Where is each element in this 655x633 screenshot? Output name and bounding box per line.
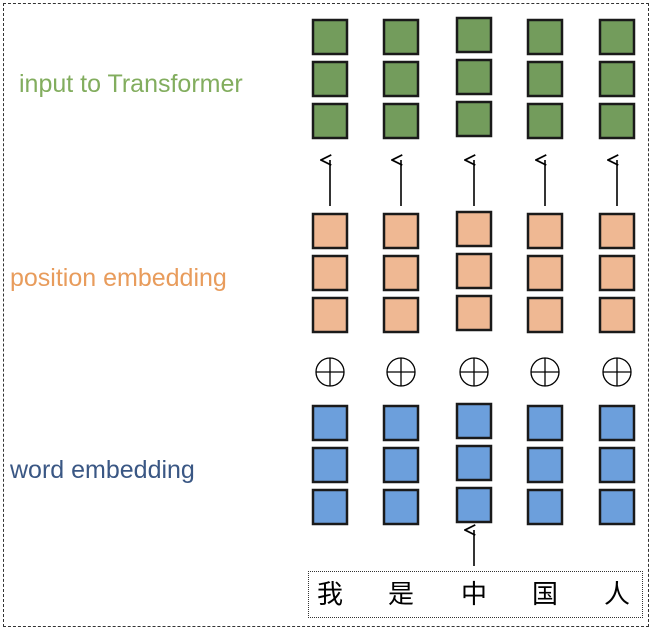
word-cell [311, 446, 349, 484]
word-cell [526, 404, 564, 442]
position-cell [526, 212, 564, 250]
position-cell [382, 296, 420, 334]
word-cell [311, 404, 349, 442]
position-cell [311, 212, 349, 250]
arrows [330, 160, 617, 566]
position-cell [455, 210, 493, 248]
position-cell [382, 254, 420, 292]
input-cell [311, 18, 349, 56]
input-cell [598, 60, 636, 98]
position-cell [598, 296, 636, 334]
input-cell [455, 58, 493, 96]
token-1: 是 [387, 580, 414, 610]
token-box [308, 571, 643, 618]
word-cell [455, 486, 493, 524]
circled-plus-icon [315, 357, 345, 387]
circled-plus-icon [530, 357, 560, 387]
input-cell [382, 60, 420, 98]
position-cell [598, 254, 636, 292]
position-cell [598, 212, 636, 250]
word-cell [382, 446, 420, 484]
position-cell [526, 296, 564, 334]
word-cell [598, 488, 636, 526]
circled-plus-icon [459, 357, 489, 387]
word-cell [526, 446, 564, 484]
input-cell [598, 18, 636, 56]
word-cell [382, 404, 420, 442]
word-cell [455, 444, 493, 482]
word-cell [382, 488, 420, 526]
token-0: 我 [316, 580, 343, 610]
position-cell [382, 212, 420, 250]
label-position-embedding: position embedding [10, 264, 227, 292]
word-cell [526, 488, 564, 526]
position-cell [311, 254, 349, 292]
plus-signs [315, 357, 632, 387]
input-cell [311, 102, 349, 140]
label-word-embedding: word embedding [10, 456, 195, 484]
position-cell [311, 296, 349, 334]
token-4: 人 [603, 580, 630, 610]
position-cell [526, 254, 564, 292]
word-cell [311, 488, 349, 526]
input-cell [455, 16, 493, 54]
circled-plus-icon [602, 357, 632, 387]
figure-frame [3, 3, 649, 627]
input-cell [526, 60, 564, 98]
input-cell [526, 18, 564, 56]
position-cell [455, 294, 493, 332]
circled-plus-icon [386, 357, 416, 387]
input-cell [382, 102, 420, 140]
label-input-to-transformer: input to Transformer [19, 70, 243, 98]
input-cell [455, 100, 493, 138]
input-cell [311, 60, 349, 98]
embedding-cells [311, 16, 636, 526]
input-cell [526, 102, 564, 140]
word-cell [598, 404, 636, 442]
input-cell [598, 102, 636, 140]
token-3: 国 [531, 580, 558, 610]
word-cell [598, 446, 636, 484]
token-2: 中 [460, 580, 487, 610]
input-cell [382, 18, 420, 56]
position-cell [455, 252, 493, 290]
word-cell [455, 402, 493, 440]
